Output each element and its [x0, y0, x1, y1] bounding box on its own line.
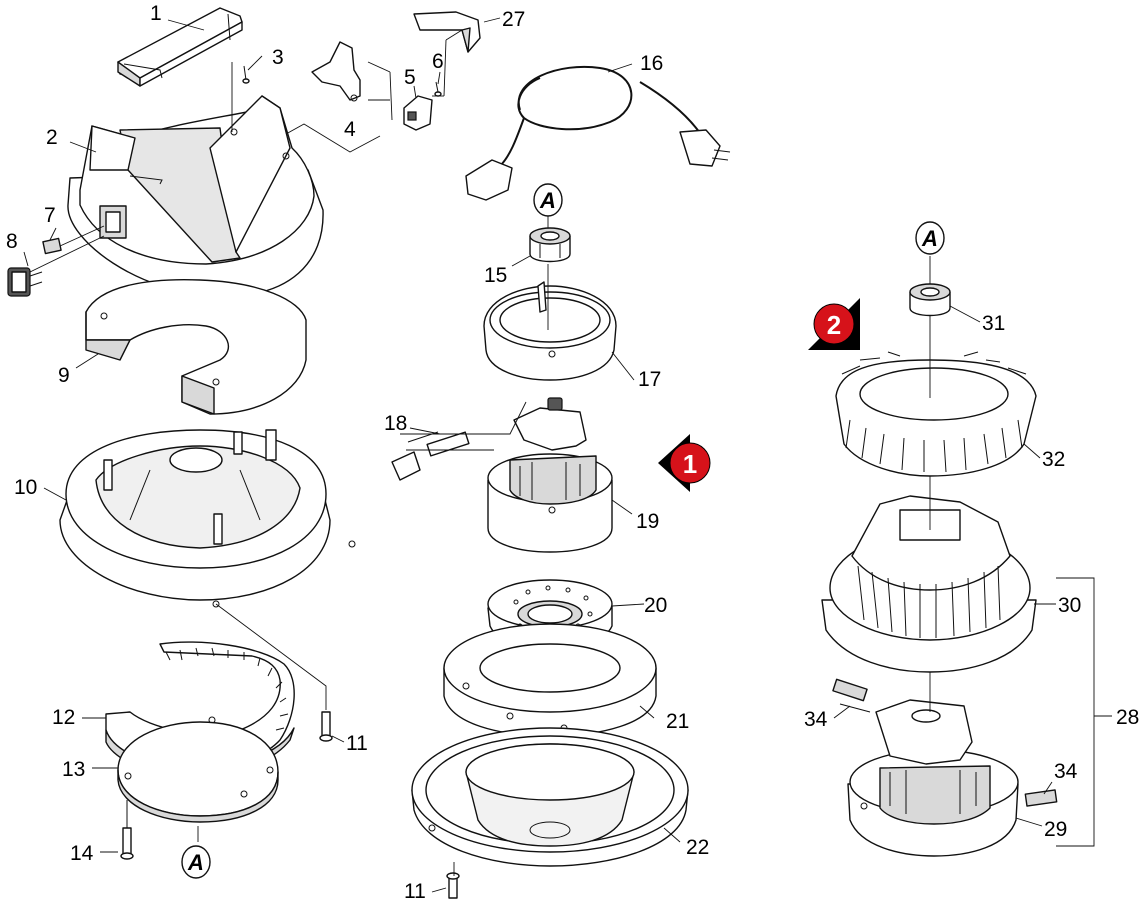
callout-18: 18 — [384, 412, 407, 435]
part-31-nut — [909, 283, 951, 317]
callout-2: 2 — [46, 126, 58, 149]
callout-32: 32 — [1042, 448, 1065, 471]
part-7-contact — [42, 237, 62, 255]
callout-13: 13 — [62, 758, 85, 781]
callout-15: 15 — [484, 264, 507, 287]
part-34-brush-left — [832, 678, 871, 713]
part-30-fan-housing — [821, 495, 1037, 673]
assembly-bracket — [1056, 577, 1112, 847]
part-21-foam-ring — [443, 623, 657, 737]
badge-label: 2 — [827, 310, 841, 340]
callout-14: 14 — [70, 842, 94, 865]
callout-16: 16 — [640, 52, 663, 75]
view-badge-2: 2 — [808, 298, 860, 350]
callout-3: 3 — [272, 46, 284, 69]
part-11-screw-left — [319, 711, 333, 742]
callout-21: 21 — [666, 710, 689, 733]
part-2-top-housing — [67, 95, 324, 297]
part-10-base-housing — [59, 429, 356, 608]
part-5-holder — [403, 95, 433, 131]
part-4-bracket — [311, 41, 361, 102]
callout-9: 9 — [58, 364, 70, 387]
badge-label: 1 — [683, 449, 697, 479]
callout-labels: 1 3 2 5 6 27 4 7 8 9 10 11 12 13 14 16 1… — [6, 2, 1139, 903]
part-9-foam-insert — [85, 278, 307, 415]
callout-12: 12 — [52, 706, 75, 729]
part-19-motor — [487, 397, 613, 553]
part-27-bracket — [413, 11, 481, 53]
callout-1: 1 — [150, 2, 162, 25]
callout-22: 22 — [686, 836, 709, 859]
reference-marker-a-right: A — [915, 221, 945, 255]
callout-28: 28 — [1116, 706, 1139, 729]
part-6-screw — [434, 81, 442, 97]
reference-label: A — [187, 850, 204, 875]
leader-lines — [23, 17, 1056, 893]
part-34-brush-right — [1024, 789, 1058, 807]
callout-31: 31 — [982, 312, 1005, 335]
callout-8: 8 — [6, 230, 18, 253]
callout-5: 5 — [404, 66, 416, 89]
callout-7: 7 — [44, 204, 56, 227]
callout-20: 20 — [644, 594, 667, 617]
callout-6: 6 — [432, 50, 444, 73]
callout-34-left: 34 — [804, 708, 828, 731]
part-22-lower-housing — [411, 727, 689, 867]
part-3-screw — [242, 65, 250, 84]
callout-11-bottom: 11 — [404, 880, 426, 903]
callout-19: 19 — [636, 510, 659, 533]
part-18-brush-holder — [391, 431, 470, 481]
part-17-ring — [483, 281, 617, 381]
callout-30: 30 — [1058, 594, 1081, 617]
callout-17: 17 — [638, 368, 661, 391]
reference-label: A — [921, 226, 938, 251]
part-13-bottom-plate — [117, 721, 279, 823]
part-16-power-cord — [465, 65, 731, 201]
callout-10: 10 — [14, 476, 37, 499]
part-14-screw — [120, 800, 134, 860]
part-15-nut — [529, 227, 571, 263]
part-32-fin-ring — [835, 351, 1037, 477]
reference-marker-a-bottom: A — [181, 845, 211, 879]
callout-34-right: 34 — [1054, 760, 1078, 783]
part-29-motor — [847, 699, 1019, 857]
part-11-screw-bottom — [446, 872, 460, 899]
reference-marker-a-top: A — [533, 183, 563, 217]
view-badge-1: 1 — [658, 434, 711, 492]
callout-4: 4 — [344, 118, 356, 141]
callout-27: 27 — [502, 8, 525, 31]
callout-11-left: 11 — [346, 732, 368, 755]
reference-label: A — [539, 188, 556, 213]
callout-29: 29 — [1044, 818, 1067, 841]
part-8-switch — [7, 267, 43, 297]
part-1-handle — [117, 7, 243, 87]
